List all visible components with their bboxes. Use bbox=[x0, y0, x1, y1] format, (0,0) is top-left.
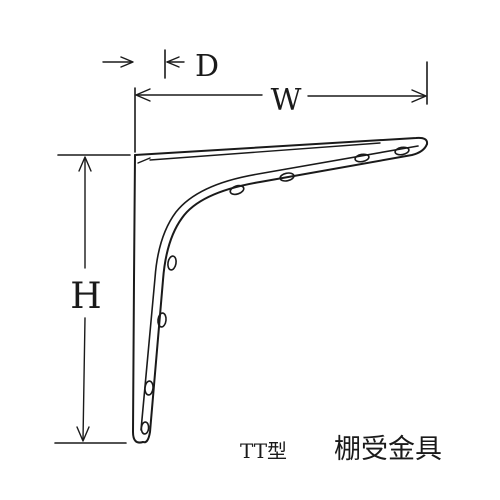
hole-icon bbox=[140, 421, 150, 435]
hole-icon bbox=[167, 255, 177, 271]
bracket-shelf-edge bbox=[134, 136, 429, 156]
bracket bbox=[132, 136, 429, 444]
height-arrow-top bbox=[78, 156, 92, 172]
depth-arrow-left bbox=[120, 56, 134, 68]
bracket-wall-edge bbox=[132, 154, 144, 444]
height-arrow-bottom bbox=[76, 426, 90, 442]
depth-dimension: D bbox=[102, 49, 219, 84]
caption-title: 棚受金具 bbox=[334, 434, 442, 465]
hole-icon bbox=[279, 172, 295, 182]
width-arrow-right bbox=[411, 89, 427, 103]
depth-label: D bbox=[195, 49, 219, 84]
width-label: W bbox=[271, 83, 302, 118]
hole-icon bbox=[144, 380, 154, 396]
mounting-holes bbox=[140, 146, 410, 435]
hole-icon bbox=[229, 184, 245, 196]
hole-icon bbox=[157, 312, 167, 328]
height-label: H bbox=[70, 276, 101, 317]
width-arrow-left bbox=[135, 88, 151, 102]
depth-arrow-right bbox=[166, 56, 180, 68]
height-dimension: H bbox=[54, 154, 131, 444]
hole-icon bbox=[394, 146, 410, 156]
width-dimension: W bbox=[134, 61, 428, 153]
model-label: TT型 bbox=[240, 439, 287, 463]
bracket-curve-inner bbox=[140, 145, 419, 431]
bracket-corner-tick bbox=[137, 157, 151, 164]
bracket-curve-outer bbox=[142, 143, 428, 444]
height-dim-line-bottom bbox=[82, 317, 86, 441]
bracket-web-line bbox=[149, 142, 381, 161]
hole-icon bbox=[354, 153, 370, 163]
